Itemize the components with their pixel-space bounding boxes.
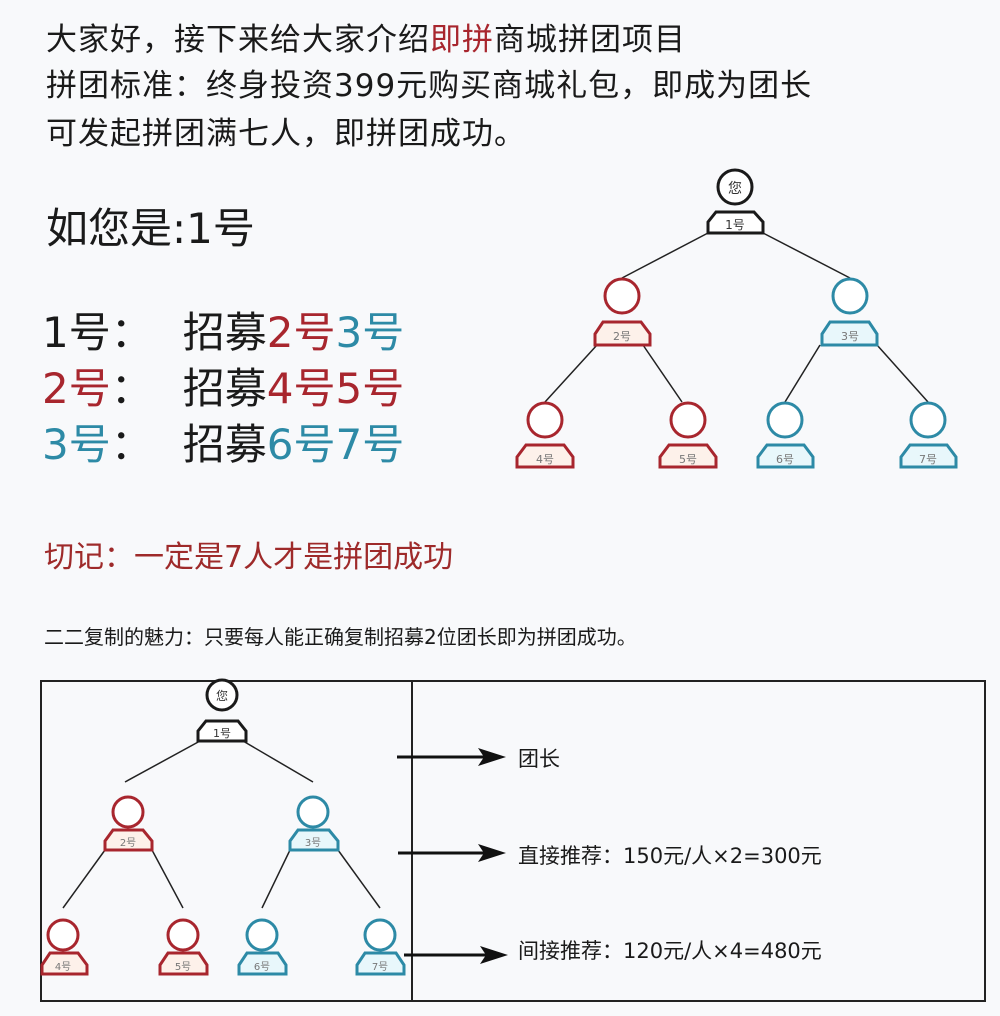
person-icon-1: 您 1号 — [196, 678, 248, 743]
arrow-icon — [398, 844, 506, 862]
recruiter: 2号 — [42, 364, 111, 413]
svg-text:4号: 4号 — [536, 453, 554, 466]
person-icon-5: 5号 — [658, 401, 718, 469]
svg-text:6号: 6号 — [254, 961, 270, 973]
verb: 招募 — [182, 364, 267, 413]
svg-text:5号: 5号 — [679, 453, 697, 466]
svg-text:7号: 7号 — [919, 453, 937, 466]
recruiter: 1号 — [42, 308, 111, 357]
svg-text:7号: 7号 — [372, 961, 388, 973]
person-icon-2: 2号 — [593, 277, 652, 347]
colon: ： — [110, 308, 153, 357]
remember-note: 切记：一定是7人才是拼团成功 — [44, 540, 454, 575]
person-icon-1: 您 1号 — [706, 168, 765, 235]
copy-note: 二二复制的魅力：只要每人能正确复制招募2位团长即为拼团成功。 — [44, 625, 637, 649]
team-tree-top: 您 1号 2号 3号 4号 5号 6号 7号 — [515, 168, 958, 469]
recruit-line-2: 2号： 招募4号5号 — [42, 361, 404, 417]
recruiter: 3号 — [42, 420, 111, 469]
colon: ： — [110, 420, 153, 469]
commission-box — [40, 680, 986, 1002]
person-icon-3: 3号 — [820, 277, 879, 347]
person-icon-4: 4号 — [515, 401, 575, 469]
svg-text:2号: 2号 — [120, 837, 136, 849]
intro-line-3: 可发起拼团满七人，即拼团成功。 — [46, 116, 526, 152]
verb: 招募 — [182, 308, 267, 357]
svg-text:6号: 6号 — [776, 453, 794, 466]
svg-text:2号: 2号 — [613, 330, 631, 343]
arrow-icon — [397, 748, 506, 766]
person-icon-7: 7号 — [899, 401, 958, 469]
svg-text:3号: 3号 — [841, 330, 859, 343]
legend-leader: 团长 — [518, 747, 560, 771]
svg-text:5号: 5号 — [175, 961, 191, 973]
person-icon-3: 3号 — [288, 795, 340, 852]
recruit-b: 3号 — [335, 308, 405, 357]
svg-text:3号: 3号 — [305, 837, 321, 849]
recruit-line-1: 1号： 招募2号3号 — [42, 305, 404, 361]
recruit-b: 5号 — [335, 364, 405, 413]
brand-name: 即拼 — [430, 22, 494, 58]
person-icon-5: 5号 — [158, 918, 209, 976]
svg-text:您: 您 — [216, 688, 228, 703]
colon: ： — [110, 364, 153, 413]
box-divider — [411, 680, 413, 1002]
intro-text: 大家好，接下来给大家介绍 — [46, 22, 430, 58]
person-icon-7: 7号 — [355, 918, 406, 976]
legend-indirect-referral: 间接推荐：120元/人×4=480元 — [518, 939, 822, 963]
intro-line-1: 大家好，接下来给大家介绍即拼商城拼团项目 — [46, 20, 686, 60]
svg-text:1号: 1号 — [725, 218, 745, 232]
svg-text:4号: 4号 — [55, 961, 71, 973]
person-icon-2: 2号 — [103, 795, 154, 852]
svg-text:1号: 1号 — [213, 727, 231, 740]
recruit-line-3: 3号： 招募6号7号 — [42, 417, 404, 473]
person-icon-6: 6号 — [237, 918, 288, 976]
recruit-a: 6号 — [266, 420, 336, 469]
verb: 招募 — [182, 420, 267, 469]
person-icon-6: 6号 — [756, 401, 815, 469]
person-icon-4: 4号 — [40, 918, 89, 976]
intro-text: 商城拼团项目 — [494, 22, 686, 58]
you-are-heading: 如您是:1号 — [46, 204, 255, 253]
recruit-a: 2号 — [266, 308, 336, 357]
svg-text:您: 您 — [728, 180, 742, 197]
recruit-a: 4号 — [266, 364, 336, 413]
intro-line-2: 拼团标准：终身投资399元购买商城礼包，即成为团长 — [46, 68, 813, 104]
recruit-b: 7号 — [335, 420, 405, 469]
team-tree-bottom: 您 1号 2号 3号 4号 5号 6号 7号 — [40, 678, 508, 976]
arrow-icon — [404, 946, 508, 964]
legend-direct-referral: 直接推荐：150元/人×2=300元 — [518, 844, 822, 868]
